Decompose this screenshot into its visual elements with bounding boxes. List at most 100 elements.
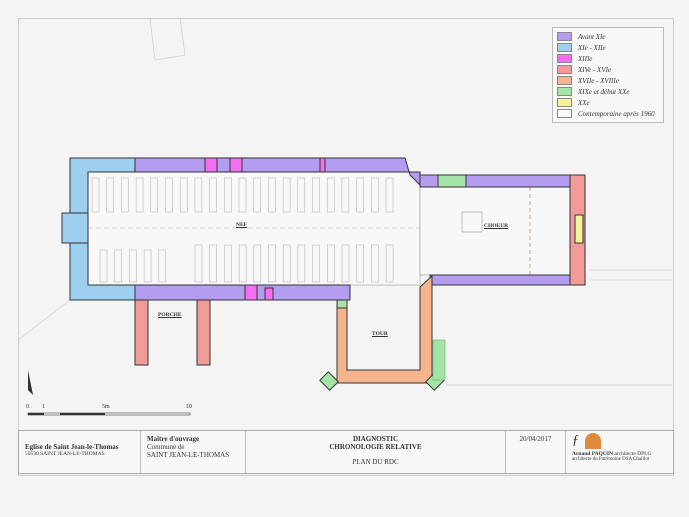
pew bbox=[224, 177, 232, 213]
north-wall-xiii bbox=[319, 157, 326, 173]
room-label-porche: PORCHE bbox=[158, 312, 182, 318]
pew bbox=[150, 177, 159, 213]
pew bbox=[282, 177, 291, 213]
pew bbox=[253, 177, 261, 213]
site-line bbox=[17, 299, 71, 341]
title-block: Eglise de Saint Jean-le-Thomas 50530 SAI… bbox=[18, 430, 674, 474]
pew bbox=[253, 244, 262, 283]
plan-subtitle: PLAN DU RDC bbox=[352, 458, 399, 466]
legend-label: XIe - XIIe bbox=[578, 43, 606, 52]
pew bbox=[297, 244, 306, 283]
north-arrow-icon bbox=[28, 370, 33, 395]
scale-label: 10 bbox=[186, 404, 192, 410]
pew bbox=[106, 177, 114, 213]
pew bbox=[143, 249, 152, 283]
tower-door-xix bbox=[336, 299, 348, 309]
owner-line1: Commune de bbox=[147, 443, 185, 451]
altar bbox=[461, 211, 483, 233]
pew bbox=[135, 177, 144, 213]
legend-swatch bbox=[557, 98, 572, 107]
church-name: Eglise de Saint Jean-le-Thomas bbox=[25, 443, 119, 451]
room-label-choeur: CHOEUR bbox=[484, 223, 509, 229]
south-wall bbox=[134, 284, 351, 301]
legend-item: Avant XIe bbox=[557, 31, 659, 42]
pew bbox=[209, 244, 217, 283]
legend-item: XIe - XIIe bbox=[557, 42, 659, 53]
scale-label: 0 bbox=[26, 404, 29, 410]
pew bbox=[326, 177, 335, 213]
architect-line2: architecte du Patrimoine DSA Chaillot bbox=[572, 457, 650, 462]
scale-label: 1 bbox=[42, 404, 45, 410]
stair-xix bbox=[432, 339, 446, 381]
sheet-frame bbox=[18, 18, 674, 476]
pew bbox=[356, 177, 364, 213]
date: 20/04/2017 bbox=[506, 431, 566, 473]
legend-item: XIXe et début XXe bbox=[557, 86, 659, 97]
north-wall-xiii bbox=[204, 157, 218, 173]
pew bbox=[224, 244, 232, 283]
patrimoine-logo bbox=[585, 433, 601, 449]
pew bbox=[129, 249, 137, 283]
room-label-nef: NEF bbox=[236, 222, 247, 228]
pew bbox=[165, 177, 173, 213]
room-label-tour: TOUR bbox=[372, 331, 388, 337]
legend-label: Avant XIe bbox=[578, 32, 606, 41]
legend-item: XIIIe bbox=[557, 53, 659, 64]
pew bbox=[371, 177, 379, 213]
scale-bar bbox=[27, 412, 191, 416]
pew bbox=[312, 177, 320, 213]
pew bbox=[194, 244, 203, 283]
owner-label: Maître d'ouvrage bbox=[147, 435, 200, 443]
pew bbox=[341, 177, 350, 213]
pew bbox=[385, 177, 394, 213]
legend-item: XIVe - XVIe bbox=[557, 64, 659, 75]
legend-swatch bbox=[557, 76, 572, 85]
legend-label: XXe bbox=[578, 98, 590, 107]
legend-swatch bbox=[557, 32, 572, 41]
architect-title: architecte DPLG bbox=[614, 451, 652, 457]
benches bbox=[91, 177, 394, 283]
legend-label: XVIIe - XVIIIe bbox=[578, 76, 619, 85]
west-portal bbox=[61, 212, 89, 244]
architect-name: Arnaud PAQUIN bbox=[572, 451, 614, 457]
porch-west-wall bbox=[134, 299, 149, 366]
legend-label: XIIIe bbox=[578, 54, 593, 63]
pew bbox=[312, 244, 320, 283]
pew bbox=[99, 249, 108, 283]
pew bbox=[371, 244, 379, 283]
legend-swatch bbox=[557, 54, 572, 63]
legend-label: XIXe et début XXe bbox=[578, 87, 630, 96]
pew bbox=[194, 177, 203, 213]
ap-logo: ƒ bbox=[572, 433, 579, 448]
choir-floor bbox=[419, 186, 571, 276]
legend-item: Contemporaine après 1960 bbox=[557, 108, 659, 119]
site-line bbox=[590, 269, 672, 281]
pew bbox=[268, 244, 276, 283]
choir-south-wall bbox=[429, 274, 586, 286]
site-line bbox=[149, 17, 186, 61]
title-line1: DIAGNOSTIC bbox=[352, 435, 399, 443]
pew bbox=[356, 244, 364, 283]
pew bbox=[209, 177, 217, 213]
pew bbox=[114, 249, 122, 283]
north-wall-xiii bbox=[229, 157, 243, 173]
legend-item: XXe bbox=[557, 97, 659, 108]
east-window-xx bbox=[574, 214, 584, 244]
legend-label: Contemporaine après 1960 bbox=[578, 109, 655, 118]
choir-north-xix bbox=[437, 174, 467, 188]
scale-label: 5m bbox=[102, 404, 110, 410]
south-wall-xiii bbox=[244, 284, 258, 301]
pew bbox=[121, 177, 129, 213]
church-address: 50530 SAINT JEAN-LE-THOMAS bbox=[25, 451, 105, 457]
pew bbox=[91, 177, 100, 213]
pew bbox=[179, 177, 188, 213]
legend-label: XIVe - XVIe bbox=[578, 65, 612, 74]
pew bbox=[158, 249, 167, 283]
tower-walls bbox=[336, 274, 433, 384]
pew bbox=[385, 244, 394, 283]
legend-swatch bbox=[557, 65, 572, 74]
legend-swatch bbox=[557, 87, 572, 96]
site-lines bbox=[17, 17, 672, 386]
